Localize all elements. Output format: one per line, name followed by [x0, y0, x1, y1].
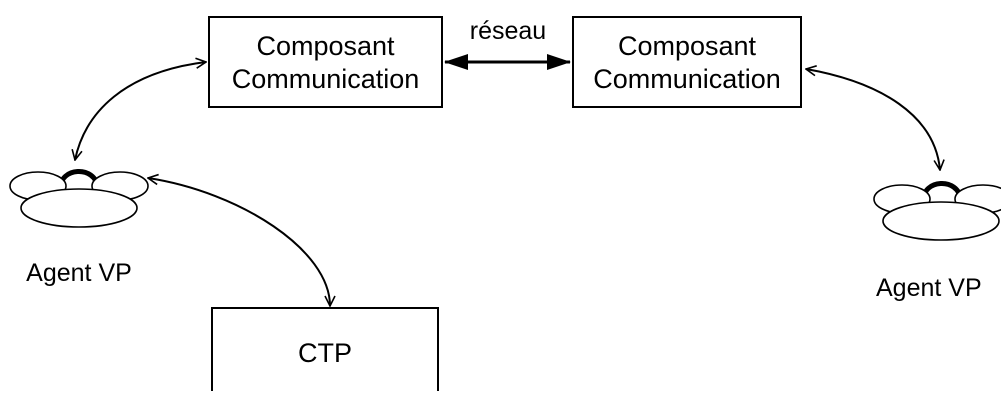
ctp-box: CTP — [211, 307, 439, 396]
comm-component-left-box — [208, 16, 443, 108]
link-agent-left-ctp — [148, 178, 330, 306]
agent-right-label: Agent VP — [876, 274, 982, 302]
ctp-rect — [211, 307, 439, 396]
comm-component-left: Composant Communication — [208, 16, 443, 108]
agent-left-label: Agent VP — [26, 259, 132, 287]
comm-component-right-box — [572, 16, 802, 108]
link-comm-right-agent-right — [806, 69, 940, 170]
agent-right-cloud-icon — [873, 181, 1001, 241]
comm-component-left-line1: Composant — [256, 31, 395, 61]
agent-left-cloud-icon — [9, 169, 149, 228]
comm-component-left-line2: Communication — [232, 64, 420, 94]
link-comm-left-agent-left — [75, 62, 206, 160]
comm-component-right: Composant Communication — [572, 16, 802, 108]
comm-component-right-line1: Composant — [618, 31, 757, 61]
network-label: réseau — [470, 17, 546, 45]
network-link: réseau — [444, 17, 571, 70]
comm-component-right-line2: Communication — [593, 64, 781, 94]
ctp-label: CTP — [298, 338, 352, 368]
